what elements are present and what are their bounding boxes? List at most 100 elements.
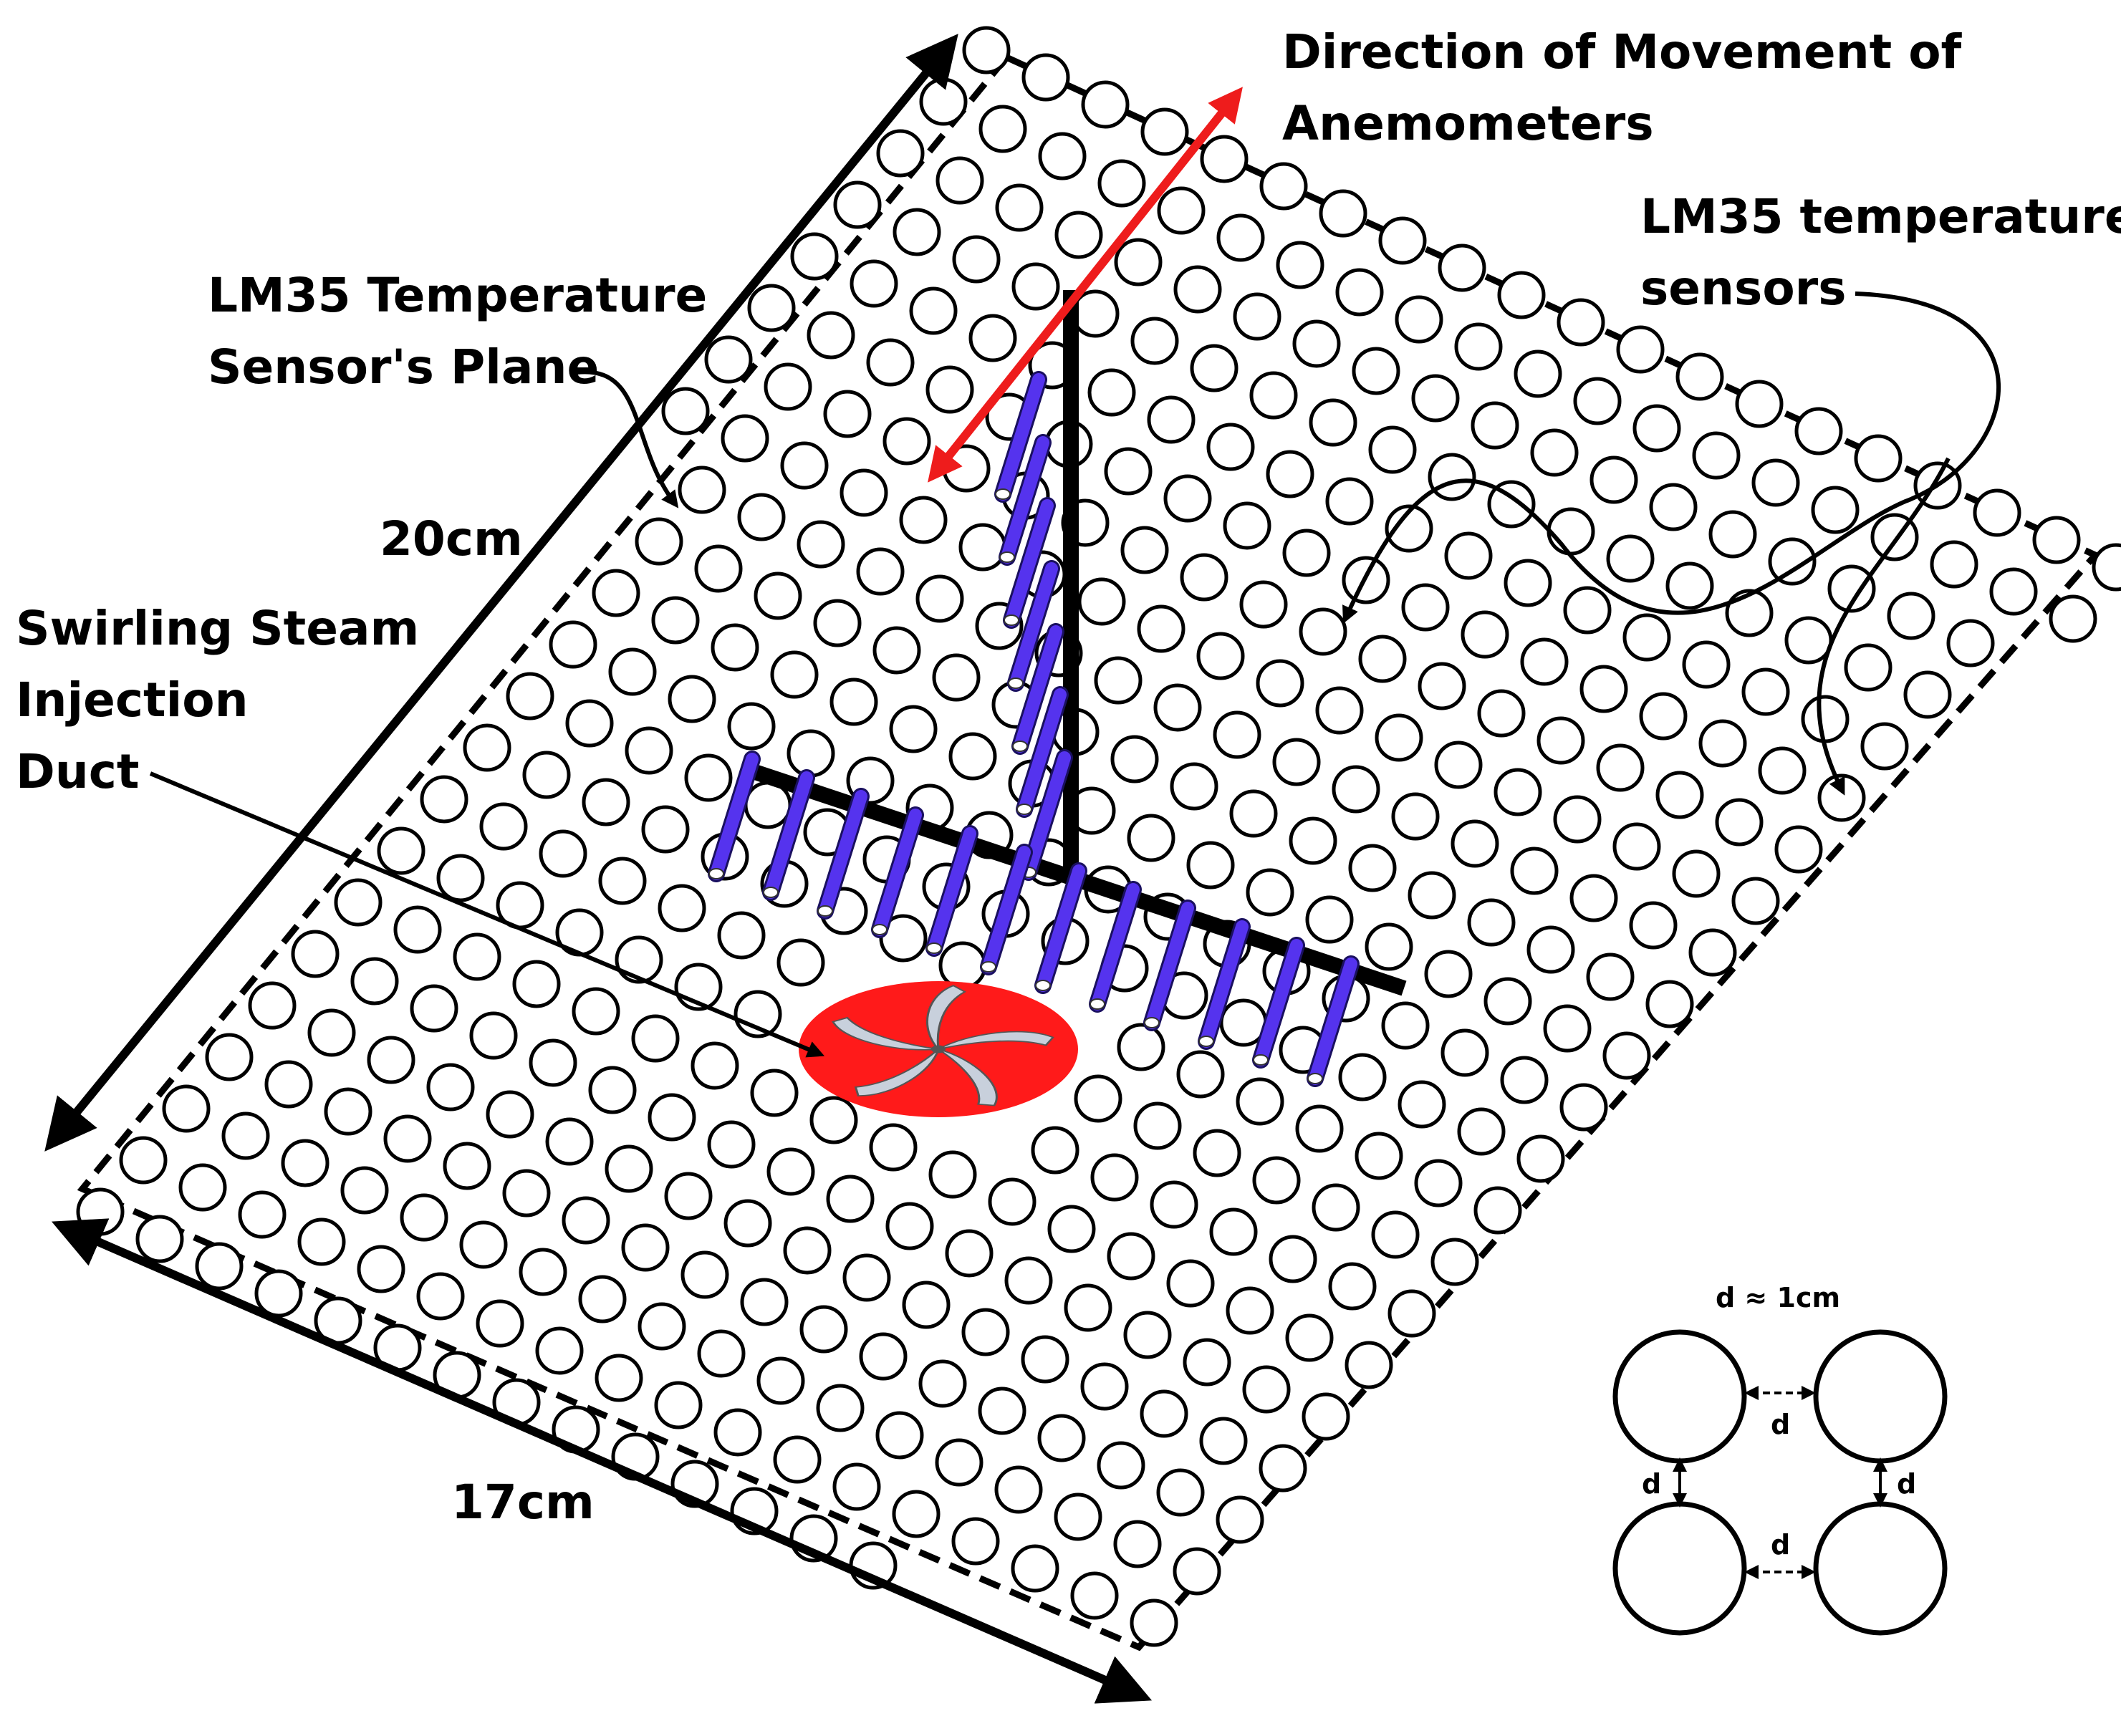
sensor-callout-arrow-2 <box>1817 457 1951 796</box>
sensor-circle <box>1467 898 1516 947</box>
sensor-circle <box>1451 819 1499 868</box>
sensor-circle <box>807 311 855 360</box>
sensor-circle <box>1827 564 1876 613</box>
sensor-circle <box>948 732 997 781</box>
spacing-title: d ≈ 1cm <box>1716 1282 1840 1313</box>
sensor-circle <box>638 1302 686 1351</box>
sensor-circle <box>1223 501 1271 550</box>
sensor-circle <box>1229 789 1278 838</box>
length-dimension-arrow <box>44 34 958 1152</box>
sensor-circle <box>968 314 1017 362</box>
sensor-circle <box>1104 447 1153 496</box>
sensor-circle <box>704 335 753 384</box>
sensor-circle <box>1688 928 1737 977</box>
sensor-circle <box>1074 1074 1122 1123</box>
sensor-circle <box>1946 619 1995 667</box>
sensor-circle <box>1483 977 1532 1026</box>
sensor-circle <box>1418 662 1466 710</box>
sensor-circle <box>797 520 845 569</box>
sensor-circle <box>1903 670 1952 719</box>
sensor-circle <box>1655 771 1704 819</box>
sensor-circle <box>1107 1232 1155 1281</box>
sensor-circle <box>1021 53 1070 102</box>
sensor-circle <box>664 1172 713 1220</box>
sensor-circle <box>635 517 683 566</box>
sensor-circle <box>1500 1056 1549 1104</box>
sensor-circle <box>595 1354 643 1402</box>
sensor-circle <box>631 1014 680 1063</box>
sensor-circle <box>938 941 987 990</box>
sensor-circle <box>1751 458 1800 507</box>
sensor-circle <box>1295 1104 1344 1153</box>
sensor-circle <box>469 1011 518 1060</box>
sensor-circle <box>598 857 647 905</box>
sensor-circle <box>1526 925 1575 974</box>
sensor-circle <box>1365 922 1413 971</box>
spacing-d-left: d <box>1642 1468 1661 1500</box>
sensor-circle <box>1768 537 1817 586</box>
sensor-circle <box>1130 1598 1178 1647</box>
sensor-circle <box>799 1305 848 1354</box>
sensor-circle <box>486 1090 534 1139</box>
sensor-circle <box>578 1275 627 1323</box>
sensor-circle <box>1173 1547 1221 1596</box>
sensor-circle <box>1504 559 1552 607</box>
sensor-circle <box>1157 186 1206 235</box>
sensor-circle <box>1378 216 1427 265</box>
spacing-d-right: d <box>1897 1468 1916 1500</box>
length-dimension-label: 20cm <box>380 511 523 566</box>
sensor-circle <box>809 1096 858 1144</box>
anemometer-rod <box>1011 623 1064 755</box>
sensor-circle <box>826 1175 875 1223</box>
anemometer-rod <box>871 806 924 938</box>
sensor-circle <box>1140 1389 1188 1438</box>
sensor-circle <box>1289 816 1337 865</box>
sensor-circle <box>1454 322 1503 371</box>
sensor-circle <box>1784 616 1833 665</box>
sensor-circle <box>1130 317 1179 365</box>
sensor-circle <box>1639 692 1688 741</box>
anemometer-rod <box>708 751 761 882</box>
sensor-circle <box>459 1220 508 1269</box>
sensor-circle <box>1811 486 1860 534</box>
sensor-circle <box>648 1093 696 1142</box>
sensor-circle <box>1156 1468 1205 1517</box>
sensor-circle <box>1434 741 1483 789</box>
sensor-circle <box>1794 407 1843 455</box>
sensor-circle <box>1645 980 1694 1028</box>
sensor-circle <box>1441 1028 1489 1077</box>
sensor-circle <box>1325 477 1374 526</box>
sensor-circle <box>1438 243 1486 292</box>
sensor-circle <box>1473 1186 1522 1235</box>
sensor-circle <box>1004 1256 1053 1305</box>
sensor-circle <box>1411 374 1460 423</box>
sensor-circle <box>1698 719 1747 768</box>
sensor-circle <box>850 259 898 308</box>
sensor-circle <box>936 156 984 205</box>
sensor-circle <box>658 884 706 932</box>
sensor-circle <box>195 1242 244 1291</box>
sensor-circle <box>740 1278 789 1326</box>
sensor-circle <box>549 620 597 669</box>
sensor-circle <box>1117 1023 1165 1071</box>
sensor-circle <box>1315 686 1364 735</box>
anemometer-rod <box>817 788 870 920</box>
sensor-circle <box>205 1033 254 1081</box>
spacing-legend: d ≈ 1cm d d d d <box>1612 1282 1948 1636</box>
sensor-circle <box>962 26 1011 74</box>
sensor-circle <box>1391 792 1440 841</box>
sensor-circle <box>1242 1365 1291 1414</box>
sensor-circle <box>1302 1392 1350 1441</box>
sensor-circle <box>902 1281 951 1329</box>
sensor-circle <box>307 1008 356 1057</box>
sensor-circle <box>1259 1444 1307 1493</box>
sensor-circle <box>925 365 974 414</box>
duct-label-line3: Duct <box>16 744 139 799</box>
sensor-circle <box>988 1177 1037 1226</box>
sensor-circle <box>707 1120 756 1169</box>
spacing-d-top: d <box>1771 1409 1790 1440</box>
sensor-circle <box>1190 344 1239 392</box>
sensor-circle <box>893 208 941 256</box>
sensor-circle <box>1632 404 1681 453</box>
sensor-circle <box>1973 488 2021 537</box>
